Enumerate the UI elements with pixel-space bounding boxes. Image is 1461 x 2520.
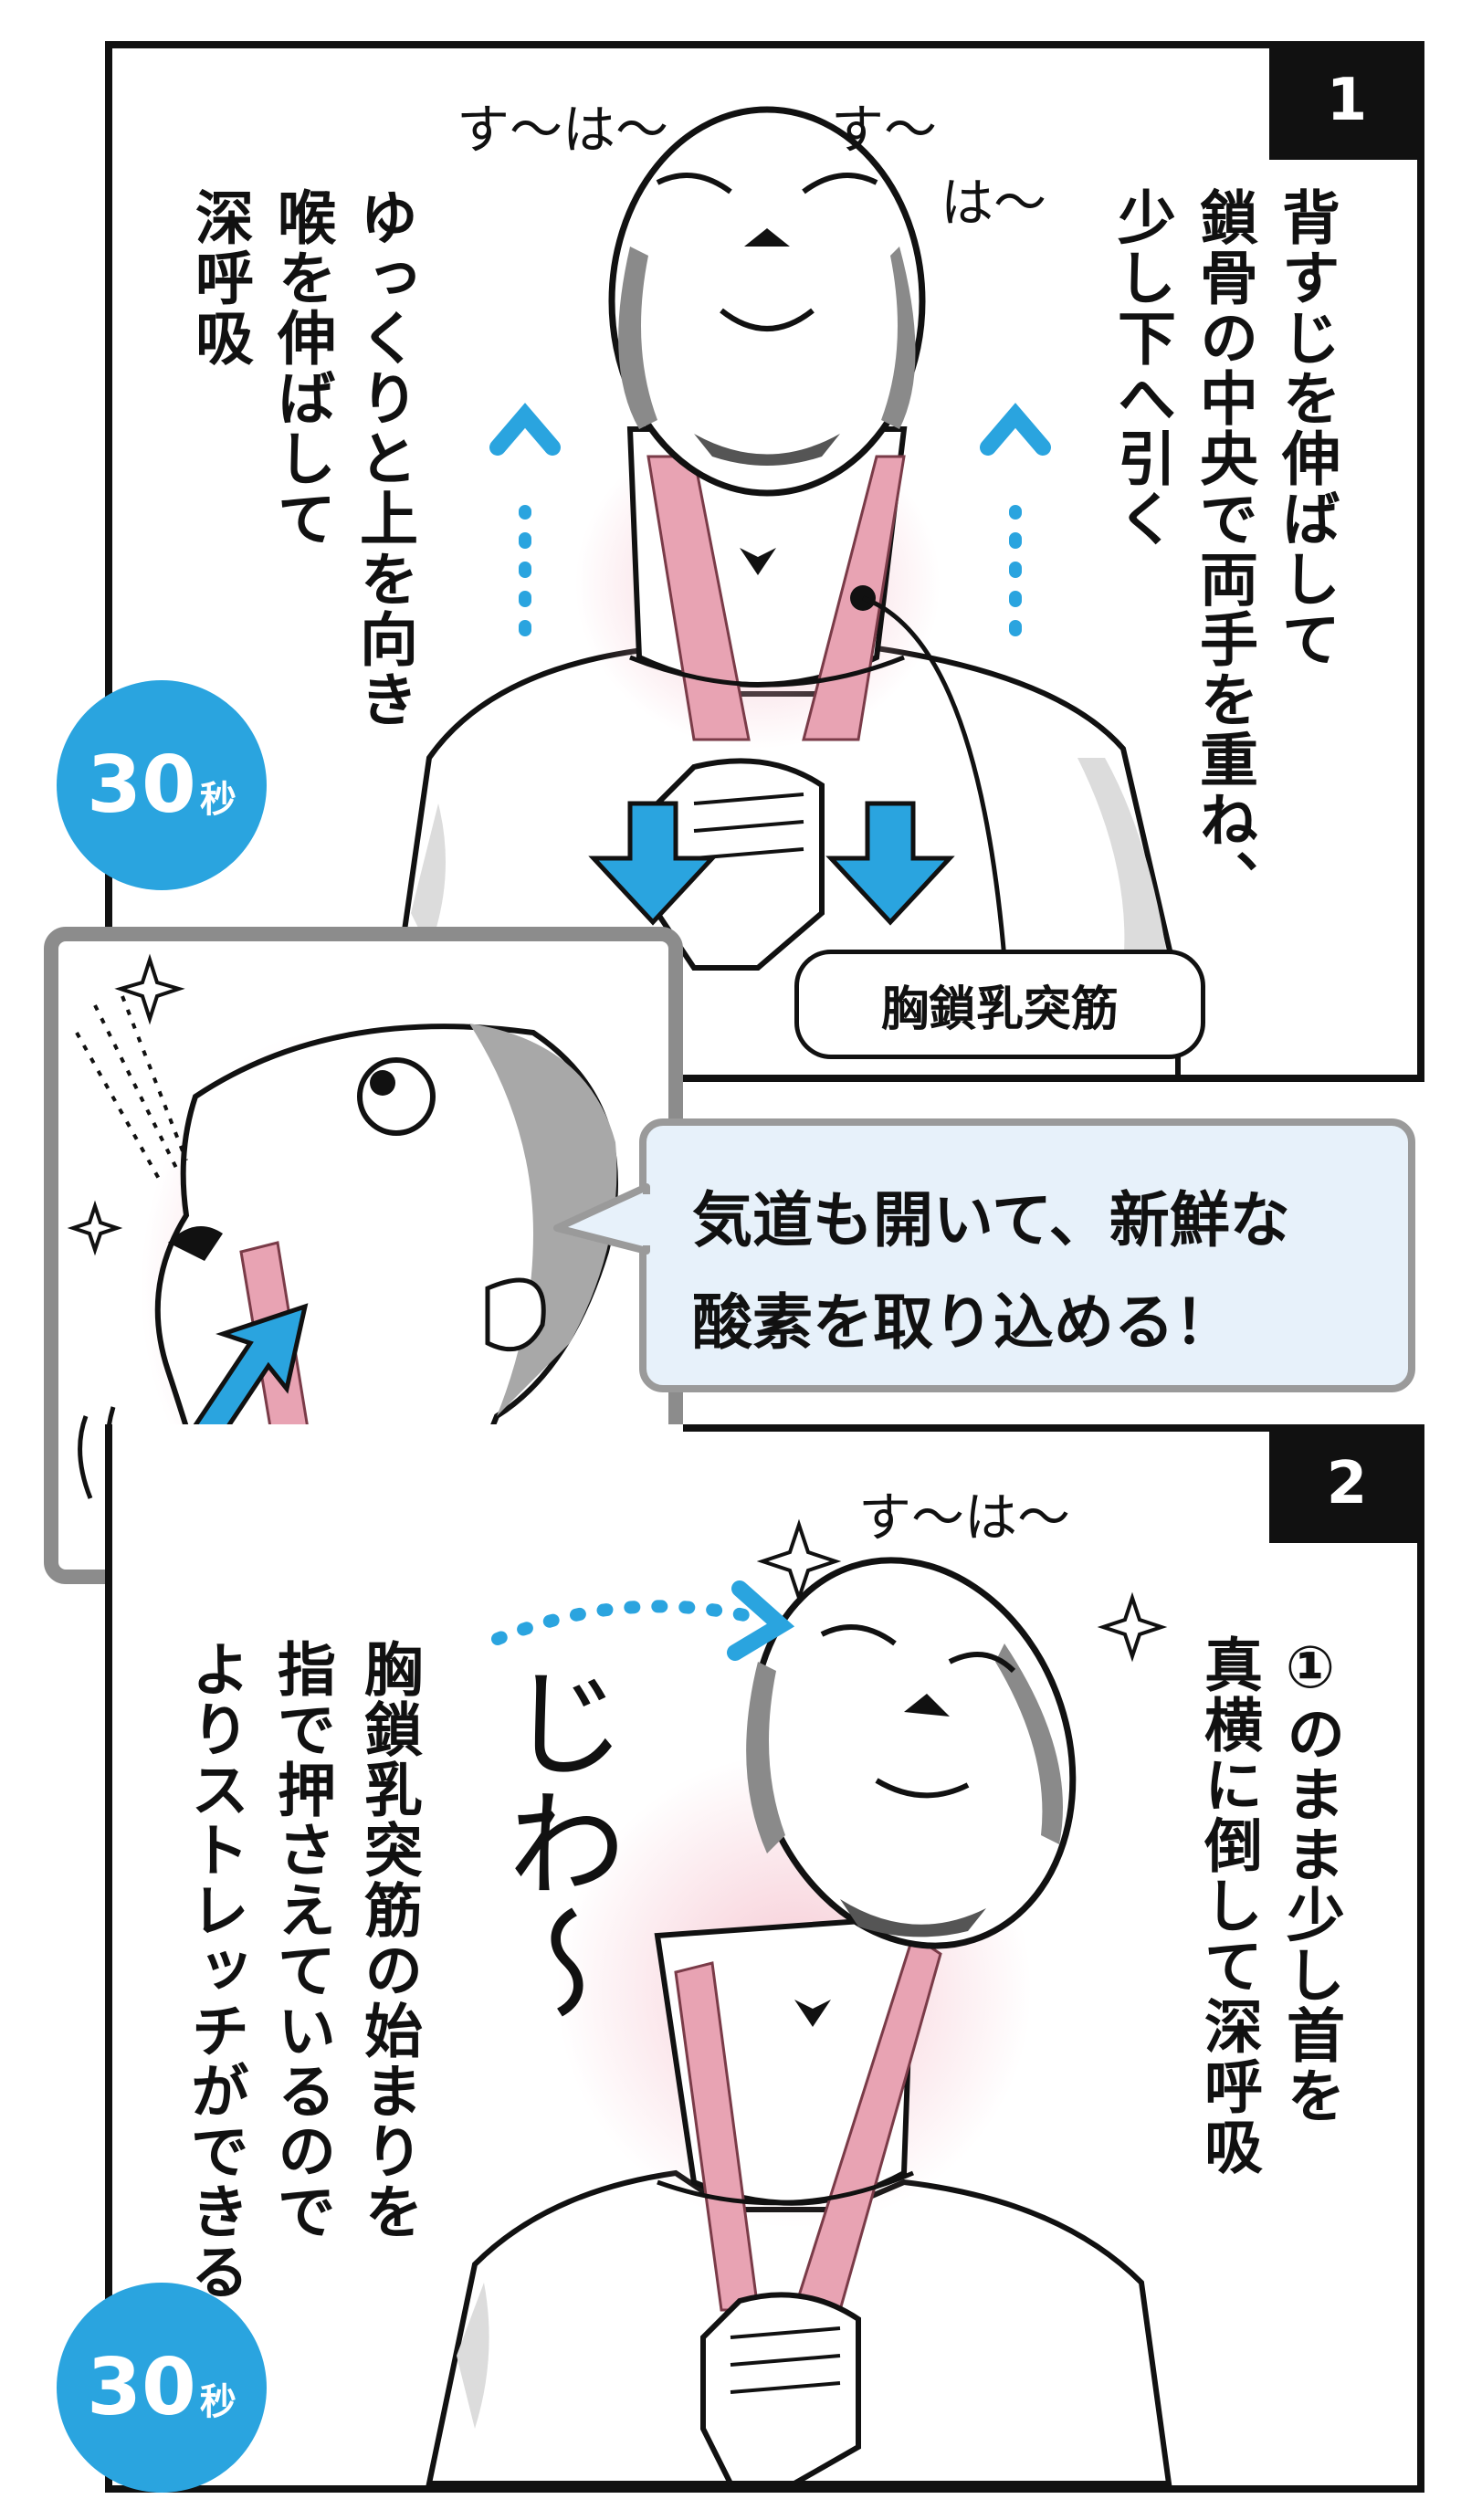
panel-2-duration-badge: 30 秒 xyxy=(57,2283,267,2493)
panel-1-sfx-right-2: は〜 xyxy=(941,172,1047,234)
panel-2-sfx: す〜は〜 xyxy=(858,1486,1071,1549)
badge-unit: 秒 xyxy=(199,2381,236,2423)
muscle-label: 胸鎖乳突筋 xyxy=(794,950,1205,1059)
hands xyxy=(655,758,825,971)
sparkle-icon xyxy=(67,1200,123,1256)
panel-1-text-left-line-3: 深呼吸 xyxy=(185,187,253,368)
panel-1-duration-badge: 30 秒 xyxy=(57,680,267,890)
panel-2-text-right-line-2: 真横に倒して深呼吸 xyxy=(1194,1634,1262,2177)
down-arrow-right xyxy=(825,801,955,926)
panel-2-text-left-line-3: よりストレッチができる xyxy=(181,1639,248,2302)
panel-1-text-right-line-1: 背すじを伸ばして xyxy=(1272,187,1340,669)
panel-1-text-right-line-3: 少し下へ引く xyxy=(1108,187,1175,549)
sparkle-icon xyxy=(1097,1591,1168,1663)
badge-number: 30 xyxy=(87,740,196,831)
bubble-line-2: 酸素を取り込める！ xyxy=(692,1287,1235,1358)
panel-2-illustration xyxy=(426,1518,1172,2486)
sparkle-icon xyxy=(756,1518,842,1604)
bubble-tail xyxy=(553,1183,651,1255)
panel-1-sfx-right-1: す〜 xyxy=(831,99,938,161)
panel-2-number: 2 xyxy=(1269,1424,1424,1543)
down-arrow-left xyxy=(588,801,718,926)
panel-2-top-border xyxy=(683,1424,1424,1432)
bubble-line-1: 気道も開いて、新鮮な xyxy=(692,1185,1290,1255)
sparkle-icon xyxy=(114,953,185,1025)
up-arrow-left xyxy=(489,403,561,636)
panel-1-text-left-line-2: 喉を伸ばして xyxy=(268,187,335,549)
panel-2-sfx-big: じわ〜 xyxy=(488,1662,626,2023)
speech-bubble: 気道も開いて、新鮮な 酸素を取り込める！ xyxy=(639,1118,1415,1392)
panel-1-sfx-left: す〜は〜 xyxy=(457,99,669,161)
tilt-arrow xyxy=(491,1580,795,1661)
panel-2-text-right-line-1: ①のまま少し首を xyxy=(1277,1634,1344,2126)
panel-2-text-left-line-1: 胸鎖乳突筋の始まりを xyxy=(354,1639,422,2242)
up-arrow-right xyxy=(980,403,1051,636)
panel-1-number: 1 xyxy=(1269,41,1424,160)
panel-1-text-left-line-1: ゆっくりと上を向き xyxy=(350,187,417,730)
badge-number: 30 xyxy=(87,2342,196,2433)
badge-unit: 秒 xyxy=(199,779,236,821)
panel-2-left-border-top xyxy=(105,1584,112,1591)
panel-2-text-left-line-2: 指で押さえているので xyxy=(268,1639,335,2242)
panel-1-text-right-line-2: 鎖骨の中央で両手を重ね、 xyxy=(1190,187,1257,910)
